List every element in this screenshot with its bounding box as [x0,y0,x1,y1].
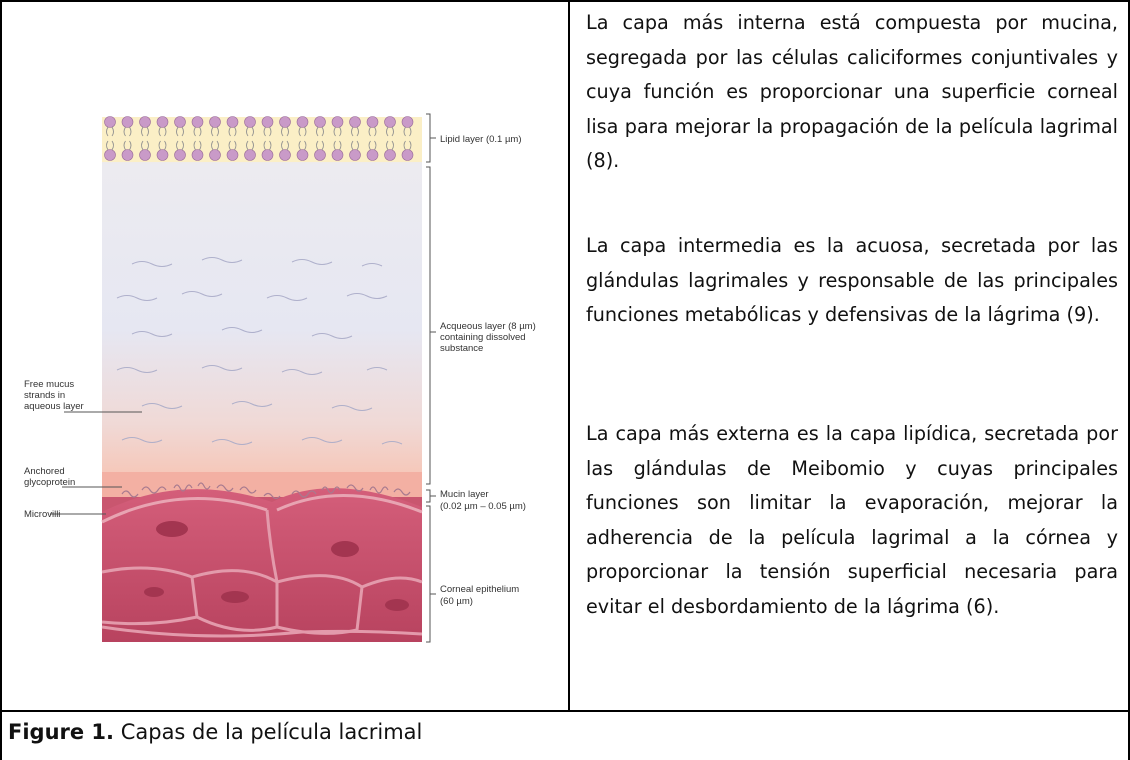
label-free-mucus-2: strands in [24,390,65,401]
tear-film-diagram: Lipid layer (0.1 µm) Acqueous layer (8 µ… [2,2,568,710]
lipid-head [280,117,291,128]
label-aqueous-layer-2: containing dissolved [440,332,526,343]
lipid-head [175,117,186,128]
label-corneal-epithelium-2: (60 µm) [440,596,473,607]
label-mucin-layer: Mucin layer [440,489,489,500]
lipid-head [105,150,116,161]
lipid-head [350,150,361,161]
lipid-head [192,117,203,128]
lipid-head [105,117,116,128]
diagram-cell: Lipid layer (0.1 µm) Acqueous layer (8 µ… [0,0,570,712]
lipid-head [245,117,256,128]
lipid-head [402,150,413,161]
paragraph-lipid: La capa más externa es la capa lipídica,… [586,417,1118,624]
lipid-head [227,150,238,161]
caption-text: Capas de la película lacrimal [114,720,422,744]
lipid-head [157,150,168,161]
lipid-head [175,150,186,161]
lipid-head [122,117,133,128]
aqueous-layer [102,137,422,487]
lipid-head [332,150,343,161]
lipid-head [140,150,151,161]
label-microvilli: Microvilli [24,509,60,520]
lipid-head [315,150,326,161]
label-lipid-layer: Lipid layer (0.1 µm) [440,134,522,145]
lipid-head [385,117,396,128]
label-mucin-layer-2: (0.02 µm – 0.05 µm) [440,501,526,512]
lipid-head [192,150,203,161]
label-anchored-glycoprotein-2: glycoprotein [24,477,75,488]
lipid-head [385,150,396,161]
caption-prefix: Figure 1. [8,720,114,744]
lipid-head [210,150,221,161]
lipid-head [332,117,343,128]
lipid-head [297,117,308,128]
paragraph-aqueous: La capa intermedia es la acuosa, secreta… [586,229,1118,333]
lipid-head [402,117,413,128]
lipid-head [297,150,308,161]
figure-caption: Figure 1. Capas de la película lacrimal [8,720,422,744]
lipid-head [122,150,133,161]
lipid-head [367,150,378,161]
paragraph-mucin: La capa más interna está compuesta por m… [586,6,1118,179]
lipid-head [367,117,378,128]
lipid-head [315,117,326,128]
lipid-head [245,150,256,161]
label-free-mucus-3: aqueous layer [24,401,84,412]
lipid-head [262,150,273,161]
lipid-head [157,117,168,128]
label-aqueous-layer-3: substance [440,343,483,354]
lipid-head [262,117,273,128]
lipid-head [350,117,361,128]
lipid-head [210,117,221,128]
label-anchored-glycoprotein: Anchored [24,466,65,477]
lipid-head [280,150,291,161]
label-free-mucus: Free mucus [24,379,74,390]
text-cell: La capa más interna está compuesta por m… [568,0,1130,712]
label-corneal-epithelium: Corneal epithelium [440,584,519,595]
lipid-head [140,117,151,128]
label-aqueous-layer: Acqueous layer (8 µm) [440,321,536,332]
lipid-head [227,117,238,128]
corneal-epithelium-cells [102,488,422,642]
